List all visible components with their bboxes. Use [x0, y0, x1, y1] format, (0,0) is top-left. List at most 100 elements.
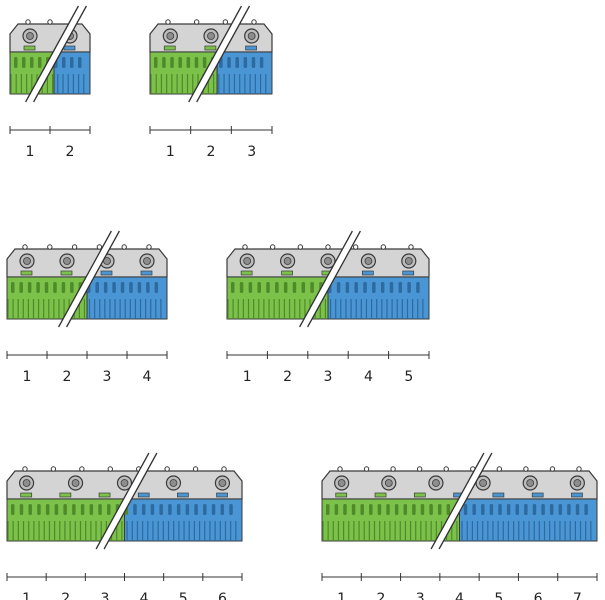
top-nub [222, 19, 229, 25]
body-slot [231, 282, 235, 293]
top-nub [164, 466, 170, 472]
body-slot [532, 504, 537, 515]
body-slot [146, 282, 150, 293]
body-slot [14, 57, 18, 68]
body-slot [202, 57, 207, 68]
led-indicator-icon [204, 45, 217, 51]
screw-head [337, 479, 346, 487]
body-slot [515, 504, 519, 515]
break-band [58, 231, 120, 327]
break-line-icon [196, 5, 251, 103]
screw-head [364, 257, 373, 265]
module-number-label: 1 [337, 591, 346, 600]
body-slot [70, 282, 74, 293]
body-slot [112, 282, 116, 293]
top-nub [242, 244, 248, 250]
top-nub [22, 466, 28, 472]
led-indicator-icon [163, 45, 176, 51]
top-nub [576, 466, 582, 472]
module-number-label: 4 [140, 591, 149, 600]
break-line-icon [33, 5, 87, 103]
break-line-icon [299, 230, 353, 328]
top-nub [325, 244, 331, 250]
body-slot [243, 57, 248, 68]
module-number-label: 2 [66, 144, 75, 160]
screw-head [324, 257, 332, 265]
top-nub [523, 466, 529, 472]
led-indicator-icon [402, 270, 415, 276]
module-number-label: 3 [103, 369, 112, 385]
break-line-icon [307, 230, 361, 328]
body-slot [398, 282, 403, 293]
module-number-label: 5 [404, 369, 413, 385]
screw-head [26, 32, 34, 40]
body-slot [326, 504, 330, 515]
top-nub [96, 244, 103, 250]
body-slot [407, 282, 411, 293]
top-nub [408, 244, 414, 250]
module-number-label: 4 [455, 591, 464, 600]
break-band [25, 6, 87, 102]
led-indicator-icon [20, 270, 33, 276]
body-slot [377, 504, 382, 515]
body-slot [28, 504, 32, 515]
body-slot [150, 504, 155, 515]
body-slot [36, 282, 40, 293]
body-slot [386, 504, 390, 515]
body-slot [89, 504, 94, 515]
top-nub [79, 466, 85, 472]
body-slot [194, 57, 199, 68]
housing [9, 23, 91, 53]
body-slot [292, 282, 297, 293]
top-nub [549, 466, 556, 472]
body-slot [11, 504, 15, 515]
body-slot [11, 282, 15, 293]
top-nub [221, 466, 227, 472]
body-blue [327, 276, 430, 320]
top-nub [363, 466, 370, 472]
body-slot [360, 504, 364, 515]
screw-head [247, 32, 256, 40]
body-slot [170, 57, 174, 68]
led-indicator-icon [137, 492, 150, 498]
body-slot [129, 282, 133, 293]
body-slot [120, 282, 125, 293]
body-slot [567, 504, 571, 515]
screw-head [432, 479, 440, 487]
screw-head [218, 479, 227, 487]
body-slot [412, 504, 416, 515]
body-slot [178, 57, 182, 68]
led-indicator-icon [492, 492, 505, 498]
body-slot [133, 504, 137, 515]
screw-head [573, 479, 582, 487]
body-slot [107, 504, 111, 515]
top-nub [496, 466, 503, 472]
body-slot [301, 282, 306, 293]
body-slot [420, 504, 425, 515]
led-indicator-icon [216, 492, 228, 498]
screw-head [283, 257, 292, 265]
break-line-icon [188, 5, 243, 103]
top-nub [352, 244, 359, 250]
body-slot [141, 504, 146, 515]
body-slot [275, 282, 279, 293]
body-slot [524, 504, 528, 515]
body-slot [248, 282, 253, 293]
body-slot [70, 57, 74, 68]
body-slot [19, 282, 23, 293]
screw-head [23, 257, 31, 265]
body-slot [472, 504, 476, 515]
body-slot [176, 504, 181, 515]
top-nub [251, 19, 257, 25]
break-line-icon [25, 5, 79, 103]
top-nub [165, 19, 171, 25]
body-slot [389, 282, 394, 293]
break-band [188, 6, 250, 102]
body-slot [162, 57, 166, 68]
top-nub [443, 466, 449, 472]
led-indicator-icon [23, 45, 36, 51]
